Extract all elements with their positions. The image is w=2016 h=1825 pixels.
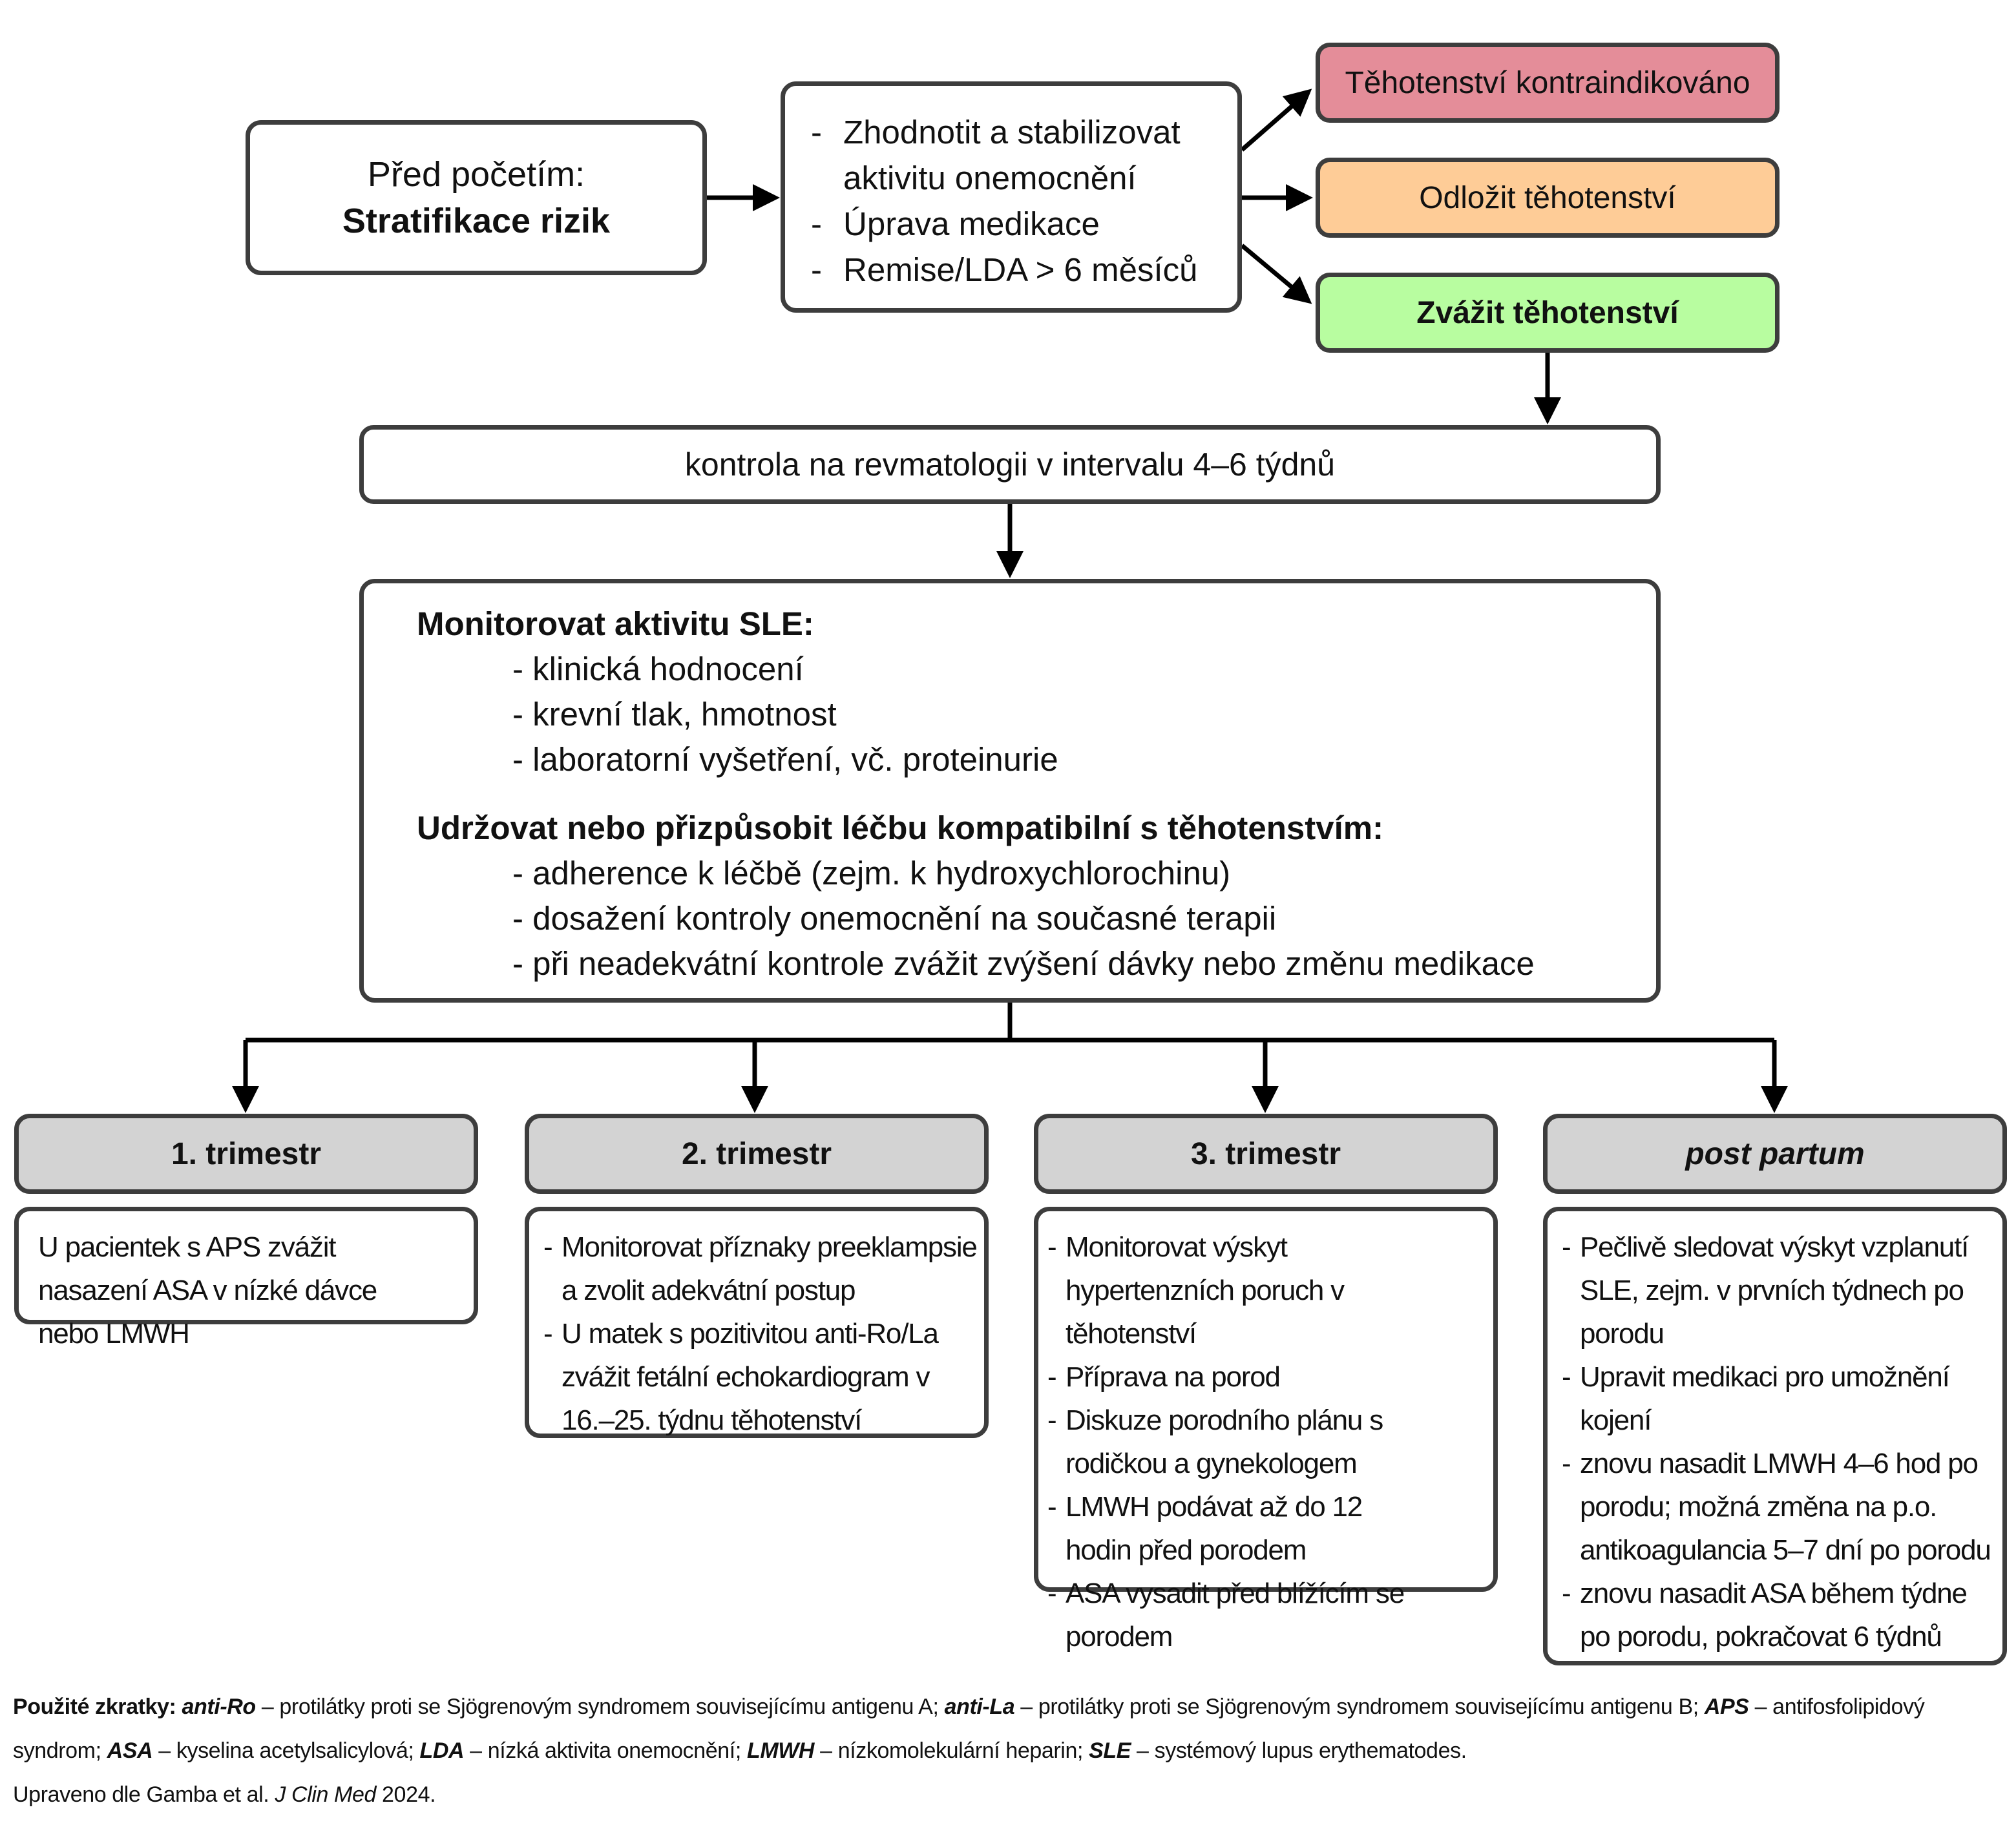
arrow-steps-to-consider <box>1240 244 1312 304</box>
step-dash: - <box>811 114 822 151</box>
outcome-postpone: Odložit těhotenství <box>1316 158 1780 238</box>
arrow-steps-to-contraindicated <box>1240 89 1312 152</box>
list-item-text: Příprava na porod <box>1066 1361 1281 1393</box>
list-item-text: znovu nasadit ASA během týdne po porodu,… <box>1580 1578 1968 1653</box>
trimester-3-header: 3. trimestr <box>1034 1114 1498 1194</box>
outcome-consider: Zvážit těhotenství <box>1316 273 1780 353</box>
treatment-item: - při neadekvátní kontrole zvážit zvýšen… <box>512 945 1535 982</box>
list-item: -U matek s pozitivitou anti-Ro/La zvážit… <box>543 1312 984 1442</box>
monitor-heading-treatment: Udržovat nebo přizpůsobit léčbu kompatib… <box>417 809 1384 846</box>
preparation-steps-box: -Zhodnotit a stabilizovat aktivitu onemo… <box>781 81 1242 313</box>
abbr-term: anti-La <box>944 1695 1015 1719</box>
abbr-def: – nízkomolekulární heparin; <box>814 1738 1084 1763</box>
list-item: -Pečlivě sledovat výskyt vzplanutí SLE, … <box>1562 1225 2002 1355</box>
list-item-text: znovu nasadit LMWH 4–6 hod po porodu; mo… <box>1580 1448 1991 1566</box>
step-item: -Zhodnotit a stabilizovat aktivitu onemo… <box>811 109 1237 201</box>
list-item: -Diskuze porodního plánu s rodičkou a gy… <box>1047 1399 1493 1485</box>
monitor-heading-activity: Monitorovat aktivitu SLE: <box>417 605 814 642</box>
list-item-text: Diskuze porodního plánu s rodičkou a gyn… <box>1066 1404 1383 1479</box>
step-item: -Remise/LDA > 6 měsíců <box>811 247 1237 293</box>
trimester-1-header: 1. trimestr <box>14 1114 478 1194</box>
abbreviations-footer: Použité zkratky: anti-Ro – protilátky pr… <box>13 1685 2010 1817</box>
pre-conception-line1: Před početím: <box>367 155 585 194</box>
list-item-text: U matek s pozitivitou anti-Ro/La zvážit … <box>562 1318 939 1436</box>
post-partum-box: -Pečlivě sledovat výskyt vzplanutí SLE, … <box>1543 1207 2007 1665</box>
post-partum-header: post partum <box>1543 1114 2007 1194</box>
abbr-term: SLE <box>1089 1738 1131 1763</box>
list-item-text: LMWH podávat až do 12 hodin před porodem <box>1066 1491 1363 1566</box>
step-text: Zhodnotit a stabilizovat aktivitu onemoc… <box>843 114 1181 196</box>
list-item: -Upravit medikaci pro umožnění kojení <box>1562 1355 2002 1442</box>
list-item: -Monitorovat příznaky preeklampsie a zvo… <box>543 1225 984 1312</box>
trimester-1-text: U pacientek s APS zvážit nasazení ASA v … <box>38 1231 377 1350</box>
abbr-def: – systémový lupus erythematodes. <box>1131 1738 1467 1763</box>
abbr-term: APS <box>1704 1695 1749 1719</box>
trimester-1-box: U pacientek s APS zvážit nasazení ASA v … <box>14 1207 478 1350</box>
abbr-term: LDA <box>419 1738 465 1763</box>
list-item: -znovu nasadit LMWH 4–6 hod po porodu; m… <box>1562 1442 2002 1572</box>
list-item: -LMWH podávat až do 12 hodin před porode… <box>1047 1485 1493 1572</box>
list-item: -ASA vysadit před blížícím se porodem <box>1047 1572 1493 1658</box>
step-text: Úprava medikace <box>843 205 1100 242</box>
source-prefix: Upraveno dle Gamba et al. <box>13 1782 275 1807</box>
list-item-text: Upravit medikaci pro umožnění kojení <box>1580 1361 1950 1436</box>
list-item-text: Monitorovat výskyt hypertenzních poruch … <box>1066 1231 1345 1350</box>
source-year: 2024. <box>376 1782 436 1807</box>
list-item-text: Monitorovat příznaky preeklampsie a zvol… <box>562 1231 978 1306</box>
list-item: -Příprava na porod <box>1047 1355 1493 1399</box>
list-item: -znovu nasadit ASA během týdne po porodu… <box>1562 1572 2002 1658</box>
step-text: Remise/LDA > 6 měsíců <box>843 251 1198 288</box>
step-item: -Úprava medikace <box>811 201 1237 247</box>
trimester-2-box: -Monitorovat příznaky preeklampsie a zvo… <box>525 1207 989 1438</box>
source-citation: Upraveno dle Gamba et al. J Clin Med 202… <box>13 1773 2010 1817</box>
abbr-term: LMWH <box>746 1738 815 1763</box>
list-item-text: Pečlivě sledovat výskyt vzplanutí SLE, z… <box>1580 1231 1969 1350</box>
monitor-item: - laboratorní vyšetření, vč. proteinurie <box>512 741 1058 778</box>
abbr-def: – nízká aktivita onemocnění; <box>464 1738 741 1763</box>
list-item: -Monitorovat výskyt hypertenzních poruch… <box>1047 1225 1493 1355</box>
rheumatology-check-box: kontrola na revmatologii v intervalu 4–6… <box>359 425 1661 504</box>
trimester-3-box: -Monitorovat výskyt hypertenzních poruch… <box>1034 1207 1498 1653</box>
monitoring-box: Monitorovat aktivitu SLE: - klinická hod… <box>359 579 1661 1003</box>
pre-conception-title: Stratifikace rizik <box>342 202 611 240</box>
step-dash: - <box>811 205 822 242</box>
abbr-def: – protilátky proti se Sjögrenovým syndro… <box>1014 1695 1699 1719</box>
step-dash: - <box>811 251 822 288</box>
outcome-contraindicated: Těhotenství kontraindikováno <box>1316 43 1780 123</box>
treatment-item: - dosažení kontroly onemocnění na součas… <box>512 900 1277 937</box>
list-item-text: ASA vysadit před blížícím se porodem <box>1066 1578 1405 1653</box>
trimester-2-header: 2. trimestr <box>525 1114 989 1194</box>
abbr-def: – kyselina acetylsalicylová; <box>152 1738 414 1763</box>
abbr-def: – protilátky proti se Sjögrenovým syndro… <box>255 1695 939 1719</box>
abbreviations-label: Použité zkratky: <box>13 1695 176 1719</box>
abbr-term: ASA <box>107 1738 153 1763</box>
treatment-item: - adherence k léčbě (zejm. k hydroxychlo… <box>512 855 1231 892</box>
abbr-term: anti-Ro <box>182 1695 257 1719</box>
pre-conception-box: Před početím: Stratifikace rizik <box>246 120 707 275</box>
monitor-item: - klinická hodnocení <box>512 651 804 687</box>
abbr-def: – antifosfolipidový syndrom; <box>13 1695 1925 1763</box>
source-journal: J Clin Med <box>275 1782 376 1807</box>
abbreviations-text: Použité zkratky: anti-Ro – protilátky pr… <box>13 1685 2010 1773</box>
monitor-item: - krevní tlak, hmotnost <box>512 696 837 733</box>
